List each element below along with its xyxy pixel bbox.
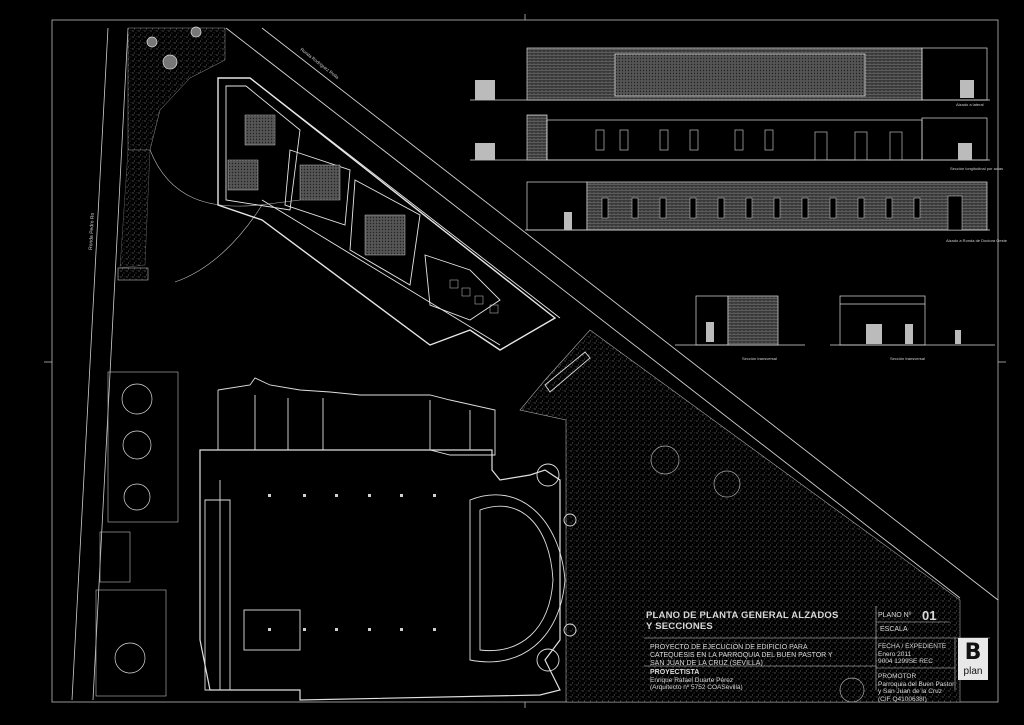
trees xyxy=(114,26,865,703)
project-description: PROYECTO DE EJECUCIÓN DE EDIFICIO PARA C… xyxy=(650,644,860,668)
caption-elev-1: Alzado a lateral xyxy=(956,102,984,107)
escala-label: ESCALA xyxy=(880,626,908,633)
church-building xyxy=(199,377,577,701)
plan-title-line1: PLANO DE PLANTA GENERAL ALZADOS xyxy=(646,610,839,621)
proyectista-label: PROYECTISTA xyxy=(650,669,700,676)
caption-section-2: Sección transversal xyxy=(890,356,925,361)
fecha-label: FECHA / EXPEDIENTE xyxy=(878,643,947,650)
elevation-front: Alzado a Ronda de Doctora Oeste xyxy=(525,181,1008,243)
street-label-west: Ronda Pedro Ro xyxy=(88,212,96,250)
northwest-garden xyxy=(119,27,301,283)
promotor-block: PROMOTOR Parroquia del Buen Pastor y San… xyxy=(878,673,954,703)
west-street: Ronda Pedro Ro xyxy=(71,27,129,701)
promotor-cif: (CIF Q4100638I) xyxy=(878,695,927,703)
plan-title: PLANO DE PLANTA GENERAL ALZADOS Y SECCIO… xyxy=(646,610,839,632)
west-sidewalk-blocks xyxy=(95,267,179,697)
expediente-value: 9004 1299SE REC xyxy=(878,658,933,665)
fecha-block: FECHA / EXPEDIENTE Enero 2011 9004 1299S… xyxy=(878,643,946,666)
promotor-line1: Parroquia del Buen Pastor xyxy=(878,680,955,688)
elevation-lateral: Alzado a lateral xyxy=(470,47,990,107)
project-line2: CATEQUESIS EN LA PARROQUIA DEL BUEN PAST… xyxy=(650,652,833,659)
caption-elev-2: Sección longitudinal por aulas xyxy=(950,166,1003,171)
street-label-north: Ronda Rodríguez Roda xyxy=(299,47,340,80)
logo-letter: B xyxy=(964,640,982,665)
caption-section-1: Sección transversal xyxy=(742,356,777,361)
plano-label: PLANO Nº xyxy=(878,612,912,619)
plano-number: 01 xyxy=(922,608,937,623)
bplan-logo: B plan xyxy=(958,638,988,680)
plan-title-line2: Y SECCIONES xyxy=(646,621,713,632)
cross-section-1: Sección transversal xyxy=(675,295,805,361)
sheet-frame xyxy=(44,14,1006,708)
project-line1: PROYECTO DE EJECUCIÓN DE EDIFICIO PARA xyxy=(650,644,808,651)
logo-text: plan xyxy=(963,666,983,677)
section-longitudinal: Sección longitudinal por aulas xyxy=(470,114,1003,171)
caption-elev-3: Alzado a Ronda de Doctora Oeste xyxy=(946,238,1008,243)
title-block-frame xyxy=(644,606,990,690)
promotor-line2: y San Juan de la Cruz xyxy=(878,688,942,695)
proyectista-name: Enrique Rafael Duarte Pérez xyxy=(650,677,734,684)
fecha-value: Enero 2011 xyxy=(878,650,912,658)
cross-section-2: Sección transversal xyxy=(830,295,995,361)
gravel-plaza xyxy=(519,329,961,703)
promotor-label: PROMOTOR xyxy=(878,673,917,680)
new-catechesis-building xyxy=(217,77,591,393)
project-line3: SAN JUAN DE LA CRUZ (SEVILLA) xyxy=(650,660,763,667)
proyectista-reg: (Arquitecto nº 5752 COASevilla) xyxy=(650,684,743,691)
